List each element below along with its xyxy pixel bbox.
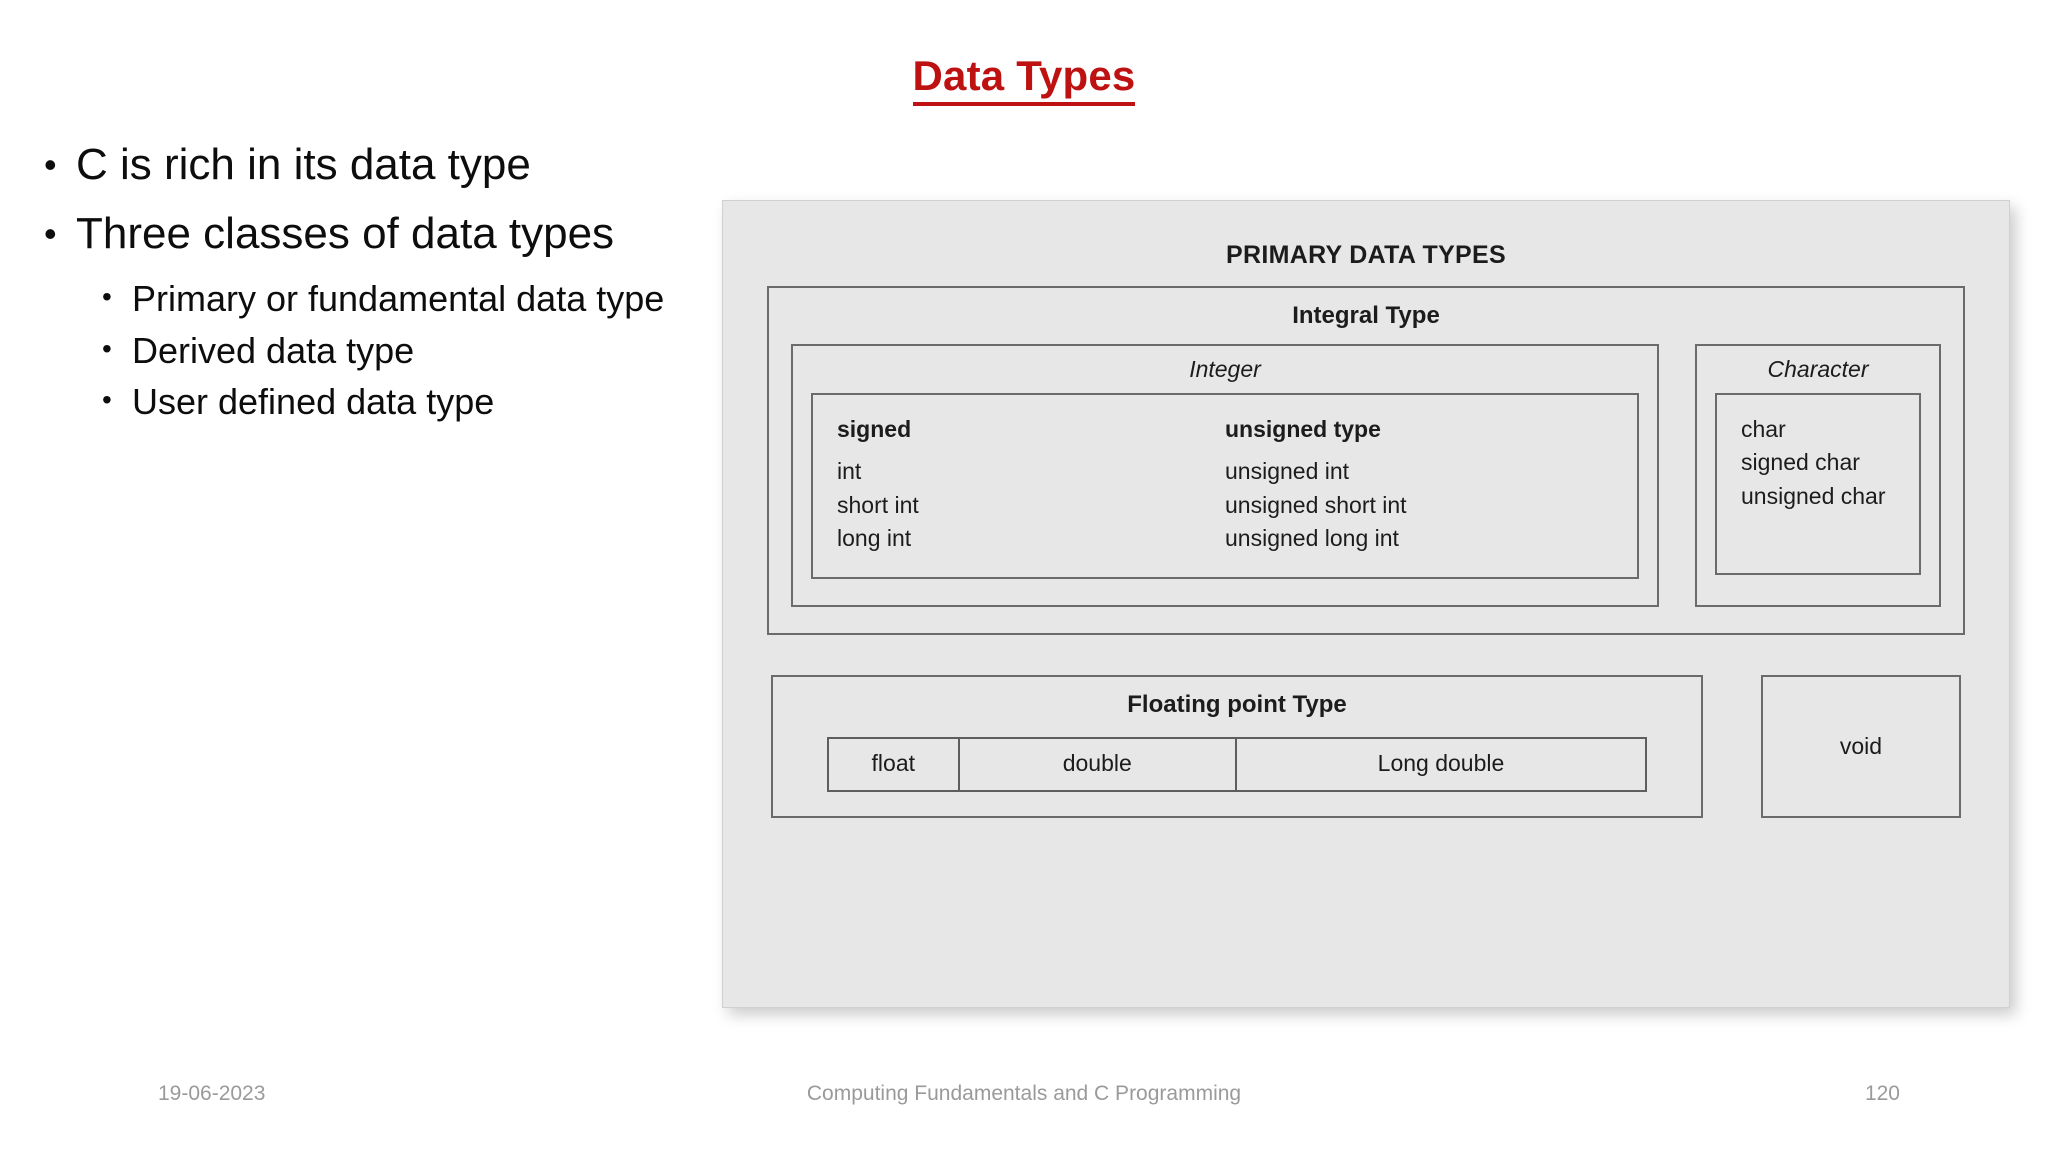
- bullet-marker-icon: •: [44, 212, 57, 254]
- footer-date: 19-06-2023: [158, 1082, 266, 1105]
- sub-bullet-item: • Primary or fundamental data type: [102, 279, 944, 319]
- floating-point-table: float double Long double: [827, 737, 1647, 793]
- type-item: signed char: [1741, 449, 1860, 476]
- floating-point-title: Floating point Type: [1127, 691, 1347, 719]
- primary-data-types-diagram: PRIMARY DATA TYPES Integral Type Integer…: [722, 200, 2010, 1008]
- type-item: unsigned short int: [1225, 491, 1407, 518]
- bullet-item: • Three classes of data types: [44, 208, 944, 258]
- slide-footer: 19-06-2023 Computing Fundamentals and C …: [0, 1060, 2048, 1152]
- table-cell: double: [960, 739, 1237, 791]
- bullet-marker-icon: •: [102, 384, 112, 416]
- signed-heading: signed: [837, 416, 912, 442]
- type-item: short int: [837, 491, 919, 518]
- integral-type-panel: Integral Type Integer signed int short i…: [767, 286, 1965, 636]
- table-cell: float: [829, 739, 960, 791]
- bullet-marker-icon: •: [44, 144, 57, 185]
- bullet-list: • C is rich in its data type • Three cla…: [44, 140, 944, 434]
- bullet-marker-icon: •: [102, 332, 112, 364]
- void-label: void: [1839, 733, 1883, 760]
- type-item: int: [837, 458, 862, 485]
- diagram-heading: PRIMARY DATA TYPES: [1226, 241, 1506, 269]
- footer-page-number: 120: [1864, 1082, 1900, 1105]
- bullet-text: Three classes of data types: [76, 208, 615, 258]
- page-title-text: Data Types: [912, 52, 1136, 106]
- bullet-text: C is rich in its data type: [76, 140, 531, 189]
- signed-column: signed int short int long int: [837, 413, 1225, 555]
- page-title: Data Types: [0, 52, 2048, 106]
- type-item: unsigned int: [1225, 458, 1350, 485]
- character-label: Character: [1767, 356, 1869, 382]
- integral-type-title: Integral Type: [1292, 302, 1440, 329]
- integer-label: Integer: [1189, 356, 1261, 382]
- table-cell: Long double: [1377, 750, 1505, 777]
- sub-bullet-item: • User defined data type: [102, 382, 944, 422]
- void-panel: void: [1761, 675, 1961, 819]
- integer-types-box: signed int short int long int unsigned t…: [811, 393, 1639, 580]
- character-types-box: char signed char unsigned char: [1715, 393, 1921, 575]
- type-item: long int: [837, 525, 912, 552]
- character-panel: Character char signed char unsigned char: [1695, 344, 1941, 608]
- bullet-marker-icon: •: [102, 281, 112, 313]
- type-item: unsigned char: [1741, 482, 1886, 509]
- floating-point-panel: Floating point Type float double Long do…: [771, 675, 1703, 819]
- footer-course: Computing Fundamentals and C Programming: [806, 1082, 1242, 1105]
- bullet-item: • C is rich in its data type: [44, 140, 944, 189]
- sub-bullet-item: • Derived data type: [102, 331, 944, 371]
- sub-bullet-text: Primary or fundamental data type: [132, 278, 665, 320]
- sub-bullet-text: User defined data type: [132, 381, 495, 423]
- unsigned-column: unsigned type unsigned int unsigned shor…: [1225, 413, 1613, 555]
- integer-panel: Integer signed int short int long int un…: [791, 344, 1659, 608]
- type-item: char: [1741, 416, 1786, 442]
- sub-bullet-text: Derived data type: [132, 329, 415, 371]
- unsigned-heading: unsigned type: [1225, 416, 1381, 442]
- type-item: unsigned long int: [1225, 525, 1399, 552]
